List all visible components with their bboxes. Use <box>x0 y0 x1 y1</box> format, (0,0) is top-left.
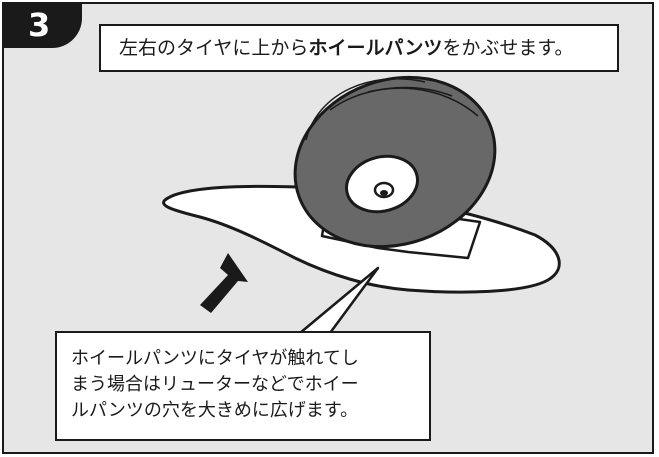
instruction-prefix: 左右のタイヤに上から <box>119 37 309 59</box>
note-line-3: ルパンツの穴を大きめに広げます。 <box>71 400 359 421</box>
callout-pointer <box>298 266 380 335</box>
note-line-1: ホイールパンツにタイヤが触れてし <box>71 348 359 369</box>
instruction-emphasis: ホイールパンツ <box>308 37 443 59</box>
instruction-heading: 左右のタイヤに上からホイールパンツをかぶせます。 <box>99 24 619 72</box>
tire-illustration <box>293 75 497 249</box>
step-number-badge: 3 <box>2 2 82 48</box>
instruction-suffix: をかぶせます。 <box>442 37 574 59</box>
note-line-2: まう場合はリューターなどでホイー <box>71 374 359 395</box>
upward-arrow-icon <box>200 253 248 313</box>
note-callout: ホイールパンツにタイヤが触れてし まう場合はリューターなどでホイー ルパンツの穴… <box>55 331 431 441</box>
